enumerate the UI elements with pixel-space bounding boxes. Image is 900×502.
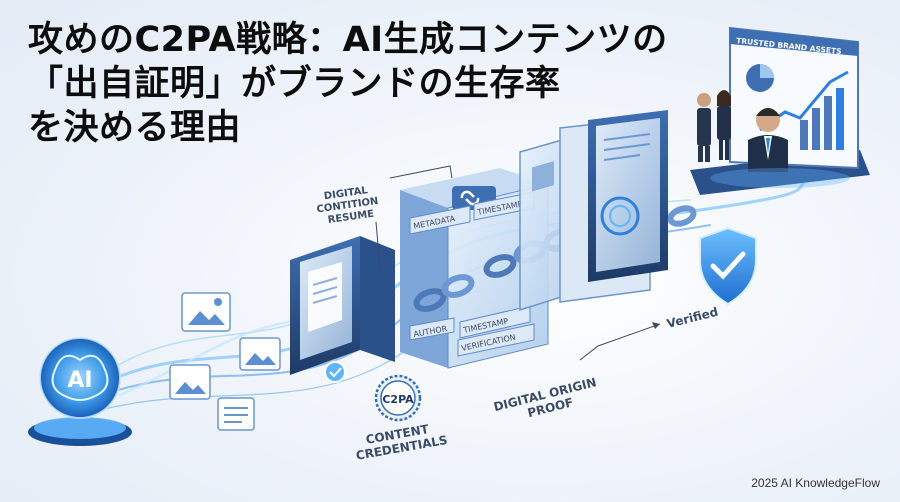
content-credentials-label: CONTENT CREDENTIALS xyxy=(352,419,449,463)
person-icon xyxy=(717,90,731,160)
page-title: 攻めのC2PA戦略：AI生成コンテンツの 「出自証明」がブランドの生存率 を決め… xyxy=(28,18,668,150)
metadata-tag: METADATA xyxy=(409,205,471,235)
timestamp-tag: TIMESTAMP xyxy=(473,191,535,221)
svg-text:DIGITAL CONTITION: DIGITAL CONTITION RESUME xyxy=(314,184,384,228)
trusted-brand-assets-dashboard: TRUSTED BRAND ASSETS xyxy=(690,26,870,195)
ai-label: AI xyxy=(67,368,92,393)
person-icon xyxy=(697,93,711,162)
title-line-1: 攻めのC2PA戦略：AI生成コンテンツの xyxy=(28,20,668,60)
svg-text:DIGITAL ORIGIN PROOF: DIGITAL ORIGIN PROOF xyxy=(492,374,605,428)
image-cards xyxy=(169,292,281,431)
glow-platform xyxy=(710,168,850,188)
c2pa-badge: C2PA xyxy=(374,374,422,422)
document-card xyxy=(217,397,255,431)
verified-shield-icon xyxy=(699,226,757,306)
copyright-footer: 2025 AI KnowledgeFlow xyxy=(751,476,880,490)
business-people xyxy=(697,90,788,172)
c2pa-badge-label: C2PA xyxy=(382,393,414,406)
title-line-3: を決める理由 xyxy=(28,108,242,148)
person-icon xyxy=(748,108,788,172)
origin-document-panels xyxy=(519,110,668,312)
photo-card xyxy=(169,364,211,400)
verified-text: Verified xyxy=(665,305,719,331)
ai-brain-core: AI xyxy=(28,337,132,446)
content-document-block xyxy=(290,236,395,383)
svg-text:CONTENT CREDENTIALS: CONTENT CREDENTIALS xyxy=(352,419,448,463)
title-line-2: 「出自証明」がブランドの生存率 xyxy=(28,64,561,104)
photo-card xyxy=(181,292,231,332)
photo-card xyxy=(239,337,281,371)
verified-label: Verified xyxy=(665,305,719,331)
